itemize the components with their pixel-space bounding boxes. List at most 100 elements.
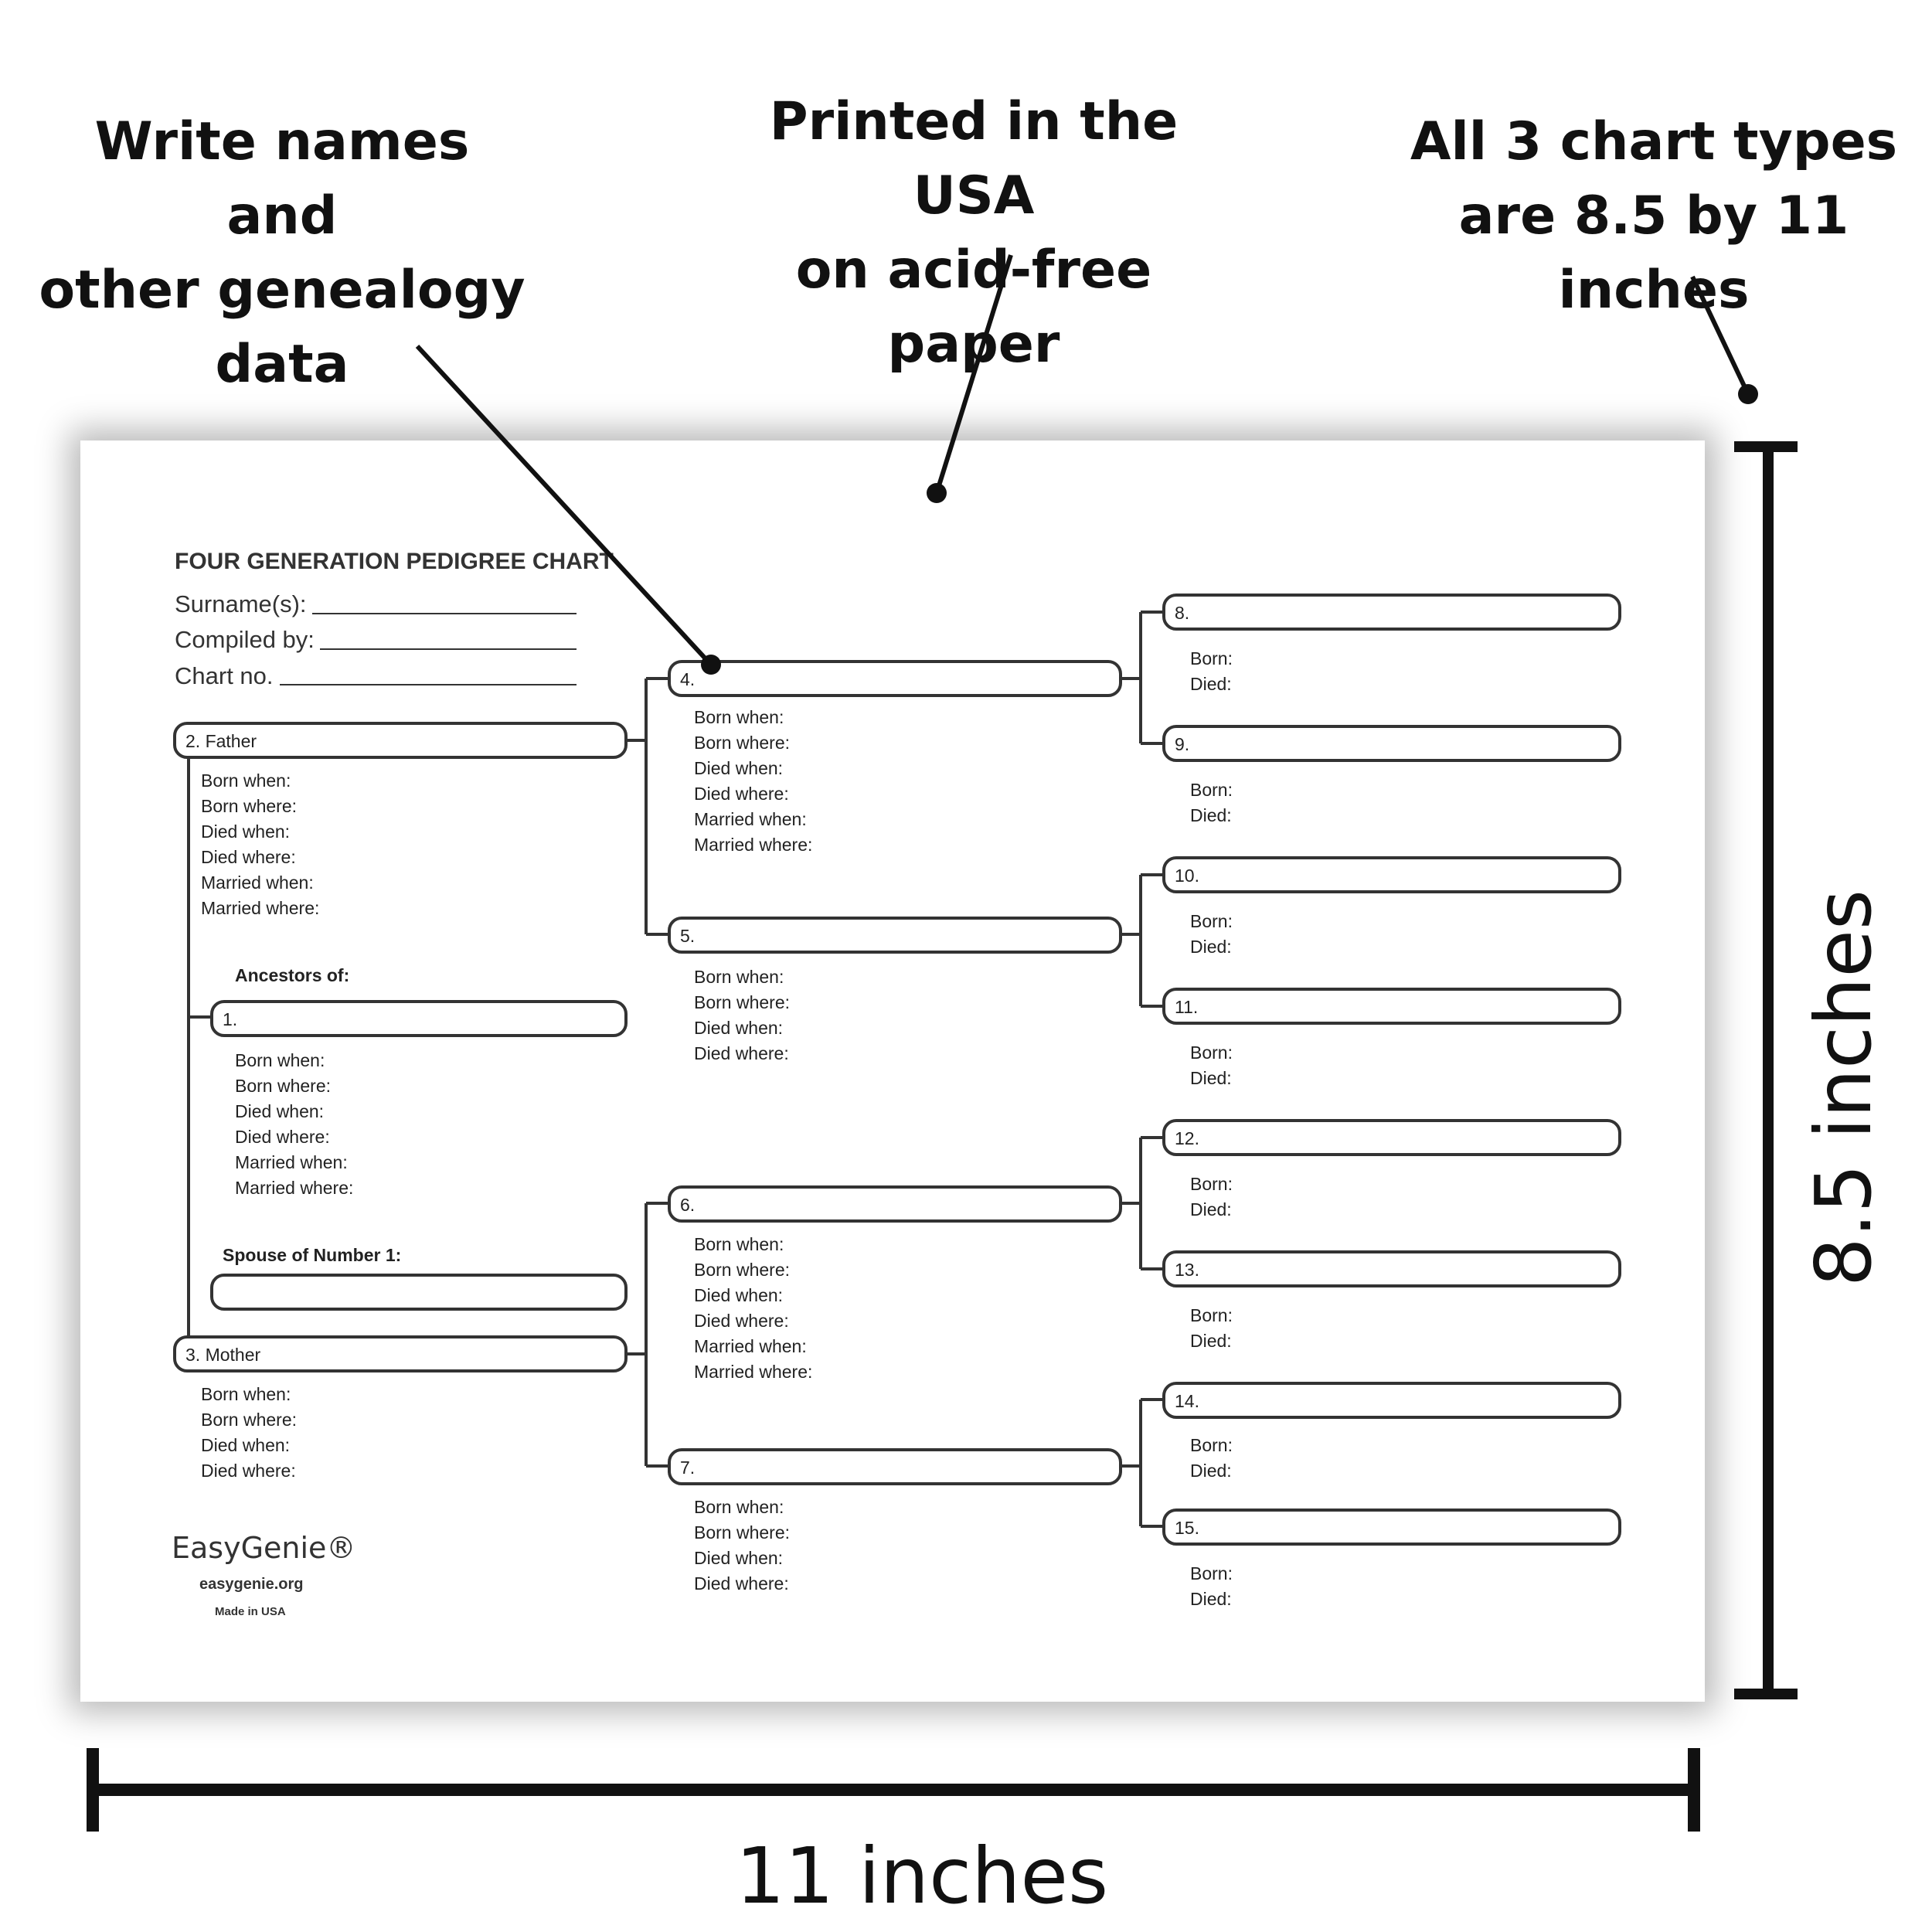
person-number-10: 10.	[1175, 866, 1199, 886]
name-box-1[interactable]	[210, 1000, 628, 1037]
field-died-where: Died where:	[694, 1311, 789, 1331]
person-number-13: 13.	[1175, 1260, 1199, 1280]
callout-line: are 8.5 by 11 inches	[1458, 185, 1849, 321]
chart-paper	[80, 440, 1705, 1702]
field-born-when: Born when:	[694, 1497, 784, 1517]
name-box-10[interactable]	[1162, 856, 1621, 893]
ancestors-of-label: Ancestors of:	[235, 965, 349, 985]
arrow-to-paper	[934, 254, 1013, 494]
person-number-4: 4.	[680, 669, 695, 689]
field-married-when: Married when:	[201, 872, 314, 893]
brand-url: easygenie.org	[199, 1576, 304, 1593]
field-born-when: Born when:	[694, 1234, 784, 1254]
field-died-when: Died when:	[694, 1548, 783, 1568]
field-born: Born:	[1190, 1563, 1233, 1583]
field-born: Born:	[1190, 1305, 1233, 1325]
height-label: 8.5 inches	[1798, 889, 1889, 1287]
field-married-where: Married where:	[694, 835, 812, 855]
person-number-9: 9.	[1175, 734, 1189, 754]
field-married-when: Married when:	[694, 809, 807, 829]
field-born: Born:	[1190, 911, 1233, 931]
name-box-2[interactable]	[173, 722, 628, 759]
width-label: 11 inches	[736, 1831, 1108, 1921]
field-married-where: Married where:	[235, 1178, 353, 1198]
field-died-where: Died where:	[694, 1573, 789, 1594]
field-died-when: Died when:	[201, 1435, 290, 1455]
field-died-where: Died where:	[694, 784, 789, 804]
connector-mother	[626, 1202, 669, 1468]
arrow-dot	[701, 655, 721, 675]
field-married-where: Married where:	[694, 1362, 812, 1382]
field-born-when: Born when:	[201, 770, 291, 791]
connector-person-4	[1121, 611, 1164, 745]
field-died: Died:	[1190, 1461, 1232, 1481]
field-died: Died:	[1190, 674, 1232, 694]
field-born: Born:	[1190, 1043, 1233, 1063]
field-died-when: Died when:	[694, 1018, 783, 1038]
name-box-5[interactable]	[668, 917, 1122, 954]
callout-write-names: Write names and other genealogy data	[31, 105, 533, 402]
arrow-to-size	[1690, 275, 1750, 396]
field-died-when: Died when:	[694, 758, 783, 778]
field-died-when: Died when:	[201, 821, 290, 842]
connector-father	[626, 677, 669, 936]
field-died-where: Died where:	[235, 1127, 330, 1147]
name-box-13[interactable]	[1162, 1250, 1621, 1287]
name-box-7[interactable]	[668, 1448, 1122, 1485]
person-number-15: 15.	[1175, 1518, 1199, 1538]
callout-line: Write names and	[94, 111, 470, 247]
name-box-6[interactable]	[668, 1185, 1122, 1223]
field-born: Born:	[1190, 780, 1233, 800]
name-box-4[interactable]	[668, 660, 1122, 697]
name-box-11[interactable]	[1162, 988, 1621, 1025]
person-number-7: 7.	[680, 1458, 695, 1478]
connector-person-7	[1121, 1398, 1164, 1528]
person-number-8: 8.	[1175, 603, 1189, 623]
callout-line: data	[215, 334, 349, 395]
field-died: Died:	[1190, 1068, 1232, 1088]
field-born-when: Born when:	[235, 1050, 325, 1070]
name-box-3[interactable]	[173, 1335, 628, 1372]
connector-person-6	[1121, 1136, 1164, 1270]
callout-printed-usa: Printed in the USA on acid-free paper	[703, 85, 1244, 382]
callout-line: All 3 chart types	[1410, 111, 1898, 172]
person-number-3: 3. Mother	[185, 1345, 260, 1365]
field-died: Died:	[1190, 1589, 1232, 1609]
field-born: Born:	[1190, 1435, 1233, 1455]
field-died-where: Died where:	[201, 847, 296, 867]
name-box-9[interactable]	[1162, 725, 1621, 762]
field-born-where: Born where:	[694, 733, 790, 753]
name-box-12[interactable]	[1162, 1119, 1621, 1156]
callout-line: on acid-free paper	[795, 240, 1152, 375]
field-married-where: Married where:	[201, 898, 319, 918]
person-number-11: 11.	[1175, 997, 1198, 1017]
field-born-where: Born where:	[694, 1522, 790, 1543]
field-died: Died:	[1190, 805, 1232, 825]
arrow-dot	[1738, 384, 1758, 404]
field-born-when: Born when:	[201, 1384, 291, 1404]
field-born-where: Born where:	[201, 796, 297, 816]
connector-person-5	[1121, 873, 1164, 1008]
width-dimension-marker	[87, 1748, 1700, 1832]
field-died: Died:	[1190, 1199, 1232, 1219]
field-died-when: Died when:	[694, 1285, 783, 1305]
compiled-by-label: Compiled by:	[175, 626, 315, 653]
field-born-where: Born where:	[694, 1260, 790, 1280]
name-box-15[interactable]	[1162, 1509, 1621, 1546]
brand-logo: EasyGenie®	[172, 1531, 355, 1565]
field-died-where: Died where:	[694, 1043, 789, 1063]
name-box-spouse[interactable]	[210, 1274, 628, 1311]
field-married-when: Married when:	[235, 1152, 348, 1172]
surname-label: Surname(s):	[175, 590, 307, 617]
callout-line: other genealogy	[39, 260, 526, 321]
person-number-5: 5.	[680, 926, 695, 946]
made-in-usa: Made in USA	[215, 1605, 286, 1618]
name-box-14[interactable]	[1162, 1382, 1621, 1419]
field-died: Died:	[1190, 937, 1232, 957]
name-box-8[interactable]	[1162, 594, 1621, 631]
field-born-where: Born where:	[235, 1076, 331, 1096]
form-header: FOUR GENERATION PEDIGREE CHART Surname(s…	[175, 549, 614, 1265]
field-born-when: Born when:	[694, 707, 784, 727]
person-number-12: 12.	[1175, 1128, 1199, 1148]
